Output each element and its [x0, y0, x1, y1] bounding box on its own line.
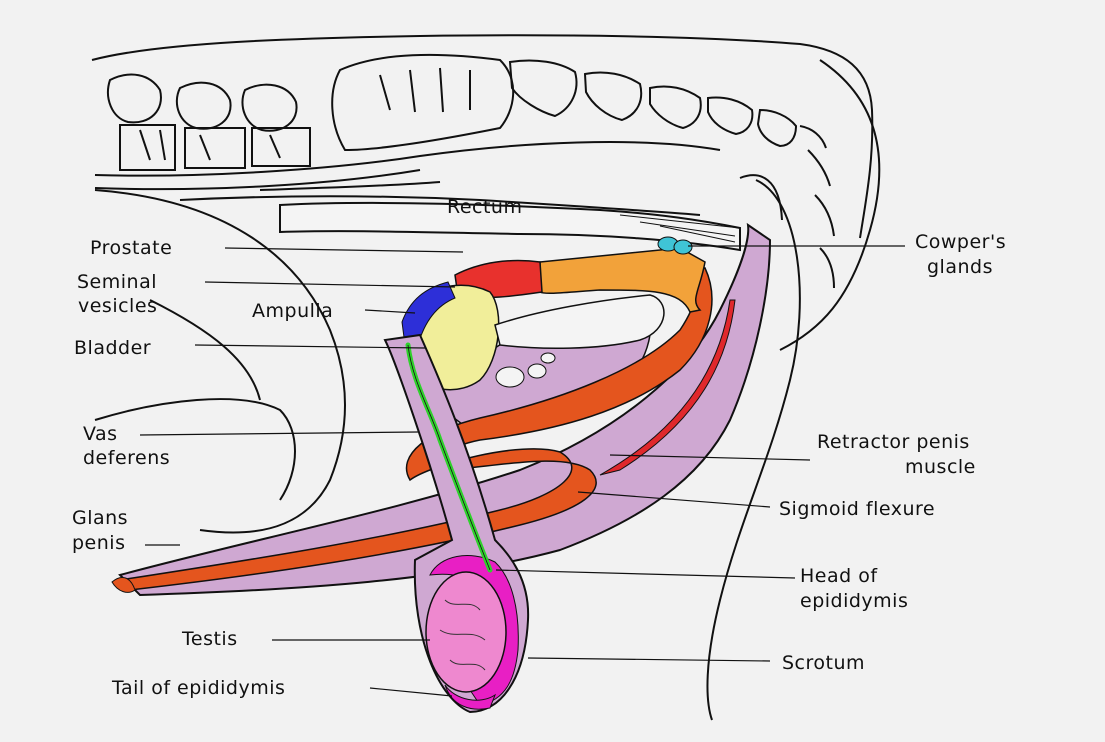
label-vas-deferens-line2: deferens — [83, 447, 170, 469]
label-cowpers-glands-line1: Cowper's — [915, 231, 1006, 253]
label-glans-penis-line1: Glans — [72, 507, 128, 529]
label-seminal-vesicles-line1: Seminal — [77, 271, 157, 293]
label-retractor-penis-muscle-line1: Retractor penis — [817, 431, 970, 453]
label-vas-deferens-line1: Vas — [83, 423, 118, 445]
label-head-of-epididymis-line1: Head of — [800, 565, 878, 587]
label-sigmoid-flexure: Sigmoid flexure — [779, 498, 935, 520]
label-ampulla: Ampulla — [252, 300, 333, 322]
label-seminal-vesicles-line2: vesicles — [78, 295, 157, 317]
label-bladder: Bladder — [74, 337, 151, 359]
label-rectum: Rectum — [447, 196, 522, 218]
testis — [426, 572, 506, 692]
label-testis: Testis — [181, 628, 238, 650]
label-head-of-epididymis-line2: epididymis — [800, 590, 908, 612]
label-tail-of-epididymis: Tail of epididymis — [111, 677, 285, 699]
label-scrotum: Scrotum — [782, 652, 865, 674]
label-cowpers-glands-line2: glands — [927, 256, 993, 278]
label-retractor-penis-muscle-line2: muscle — [905, 456, 976, 478]
label-glans-penis-line2: penis — [72, 532, 125, 554]
label-prostate: Prostate — [90, 237, 172, 259]
